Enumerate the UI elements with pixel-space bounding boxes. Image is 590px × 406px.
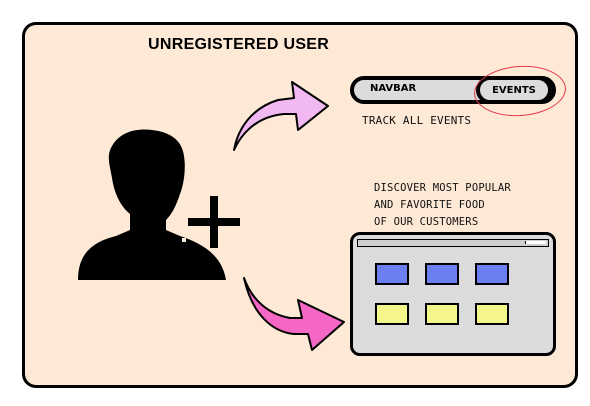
food-card-featured[interactable] — [475, 263, 509, 285]
user-silhouette — [78, 129, 226, 280]
track-events-caption: TRACK ALL EVENTS — [362, 114, 472, 127]
food-description: DISCOVER MOST POPULAR AND FAVORITE FOOD … — [374, 180, 564, 231]
food-card[interactable] — [475, 303, 509, 325]
add-user-icon — [78, 129, 240, 280]
events-tab-label: EVENTS — [492, 84, 536, 96]
app-window-mockup — [350, 232, 556, 356]
food-card[interactable] — [425, 303, 459, 325]
description-line: OF OUR CUSTOMERS — [374, 216, 479, 228]
navbar-mockup: NAVBAR EVENTS — [350, 76, 556, 104]
events-tab[interactable]: EVENTS — [476, 76, 552, 104]
description-line: AND FAVORITE FOOD — [374, 199, 485, 211]
curved-arrow-to-navbar — [233, 81, 329, 151]
curved-arrow-to-window — [243, 277, 345, 351]
food-card[interactable] — [375, 303, 409, 325]
navbar-label: NAVBAR — [370, 83, 417, 94]
description-line: DISCOVER MOST POPULAR — [374, 182, 511, 194]
window-title-bar — [357, 239, 549, 247]
plus-vertical — [210, 196, 218, 248]
diagram-title: UNREGISTERED USER — [148, 36, 330, 53]
food-card-featured[interactable] — [375, 263, 409, 285]
food-card-featured[interactable] — [425, 263, 459, 285]
window-bar-button — [525, 241, 546, 244]
